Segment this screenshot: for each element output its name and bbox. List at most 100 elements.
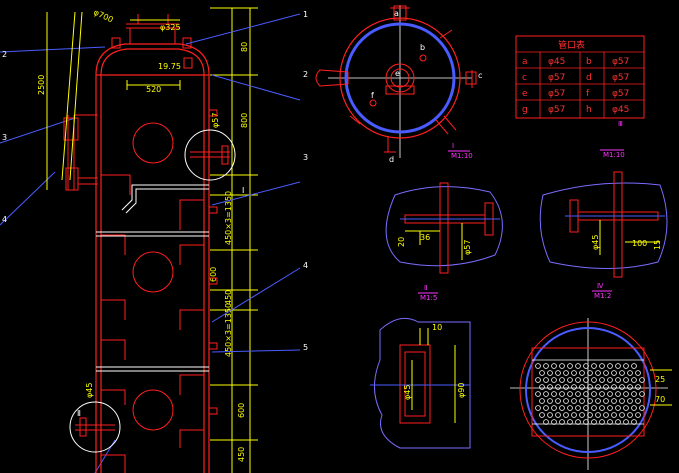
tray-hole xyxy=(587,412,593,418)
dim-phi57: φ57 xyxy=(211,113,220,128)
tray-hole xyxy=(575,377,581,383)
tray-hole xyxy=(547,370,553,376)
tray-dim-70: 70 xyxy=(655,395,665,404)
dim-800: 800 xyxy=(240,113,249,128)
table-title: 管口表 xyxy=(558,39,585,51)
tray-hole xyxy=(587,370,593,376)
tray-holes xyxy=(535,363,645,425)
tray-hole xyxy=(631,363,637,369)
pipe-dim-line xyxy=(61,11,76,181)
tray-hole xyxy=(571,398,577,404)
tray-hole xyxy=(631,419,637,425)
plan-label-num: Ⅰ xyxy=(452,142,454,150)
tray-hole xyxy=(599,391,605,397)
tray-hole xyxy=(599,419,605,425)
tray-hole xyxy=(611,412,617,418)
dim-phi325: φ325 xyxy=(160,23,181,32)
tray-hole xyxy=(539,412,545,418)
detail-mark-I: I xyxy=(242,186,244,195)
left-callout-3: 3 xyxy=(2,133,7,142)
tray-hole xyxy=(603,384,609,390)
tray-hole xyxy=(551,419,557,425)
tray-hole xyxy=(615,363,621,369)
tray-hole xyxy=(563,398,569,404)
tray-hole xyxy=(639,405,645,411)
dim-600-a: 600 xyxy=(209,267,218,282)
tray-hole xyxy=(543,405,549,411)
top-plan-view: a b c d e f Ⅰ M1:10 xyxy=(315,5,482,164)
tray-hole xyxy=(599,363,605,369)
svg-text:g: g xyxy=(522,105,528,115)
plan-label-den: M1:10 xyxy=(451,152,473,160)
tray-hole xyxy=(635,384,641,390)
tray-hole xyxy=(563,412,569,418)
tray-hole xyxy=(543,377,549,383)
tray-hole xyxy=(627,398,633,404)
detail-4-view: 10 φ45 φ90 xyxy=(370,317,471,449)
svg-text:φ57: φ57 xyxy=(612,57,629,67)
left-leader-lines xyxy=(0,46,116,473)
svg-text:φ57: φ57 xyxy=(548,105,565,115)
tray-hole xyxy=(587,384,593,390)
dim-80: 80 xyxy=(240,42,249,52)
tray-hole xyxy=(619,412,625,418)
tray-hole xyxy=(579,398,585,404)
tray-hole xyxy=(607,419,613,425)
column-shell xyxy=(95,43,210,473)
svg-text:h: h xyxy=(586,105,592,115)
tray-hole xyxy=(579,412,585,418)
d4-dim-phi45: φ45 xyxy=(403,385,412,400)
svg-text:a: a xyxy=(522,57,528,67)
tray-hole xyxy=(623,363,629,369)
tray-hole xyxy=(631,391,637,397)
svg-text:φ57: φ57 xyxy=(548,73,565,83)
d3-dim-phi45: φ45 xyxy=(591,235,600,250)
external-pipe xyxy=(63,114,98,191)
tray-hole xyxy=(567,391,573,397)
callout-2: 2 xyxy=(303,70,308,79)
tray-hole xyxy=(627,384,633,390)
dim-spacing-1: 450×3=1350 xyxy=(224,191,233,245)
tray-hole xyxy=(603,370,609,376)
tray-hole xyxy=(559,419,565,425)
tray-hole xyxy=(639,377,645,383)
svg-text:c: c xyxy=(522,73,527,83)
tray-hole xyxy=(587,398,593,404)
tray-hole xyxy=(591,391,597,397)
tray-hole xyxy=(595,412,601,418)
right-leader-lines xyxy=(185,13,301,353)
tray-hole xyxy=(579,384,585,390)
tray-hole xyxy=(611,384,617,390)
tray-hole xyxy=(543,391,549,397)
tray-hole xyxy=(547,384,553,390)
tray-hole xyxy=(591,419,597,425)
dim-600-b: 600 xyxy=(237,403,246,418)
tray-hole xyxy=(535,391,541,397)
tray-hole xyxy=(547,412,553,418)
svg-text:φ57: φ57 xyxy=(612,73,629,83)
tray-hole xyxy=(543,363,549,369)
tray-hole xyxy=(563,370,569,376)
tray-hole xyxy=(607,391,613,397)
dim-450-a: 450 xyxy=(224,290,233,305)
svg-text:Ⅱ: Ⅱ xyxy=(77,409,81,418)
column-manholes xyxy=(132,122,174,431)
callout-5: 5 xyxy=(303,343,308,352)
tray-hole xyxy=(591,405,597,411)
tray-hole xyxy=(603,398,609,404)
tray-hole xyxy=(563,384,569,390)
tray-hole xyxy=(635,412,641,418)
tray-hole xyxy=(627,412,633,418)
tray-hole xyxy=(571,412,577,418)
tray-hole xyxy=(567,363,573,369)
tray-hole xyxy=(559,363,565,369)
d3-label-top: M1:10 xyxy=(603,151,625,159)
tray-hole xyxy=(559,377,565,383)
tray-hole xyxy=(591,363,597,369)
tray-hole xyxy=(583,391,589,397)
tray-hole xyxy=(543,419,549,425)
d2-label-den: M1:5 xyxy=(420,294,437,302)
tray-hole xyxy=(559,405,565,411)
tray-hole xyxy=(591,377,597,383)
